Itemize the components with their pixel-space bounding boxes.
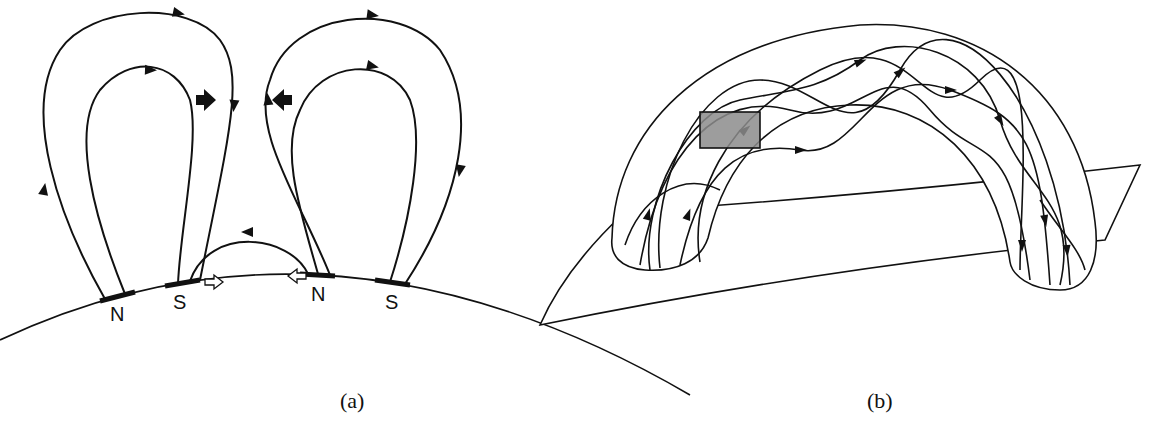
- pole-label: S: [385, 292, 398, 312]
- field-arrowheads: [38, 7, 466, 237]
- tangled-field-lines: [625, 39, 1085, 285]
- pole-label: N: [110, 304, 124, 324]
- field-arrowheads: [643, 56, 1072, 257]
- pole-label: S: [173, 292, 186, 312]
- field-line: [292, 69, 416, 282]
- field-line: [44, 13, 233, 299]
- flux-tube: [612, 25, 1096, 290]
- panel-b-drawing: [540, 25, 1140, 325]
- panel-label: (a): [340, 390, 364, 412]
- motion-arrows: [196, 89, 306, 289]
- shaded-region: [700, 112, 760, 148]
- field-line: [86, 67, 192, 294]
- footpoints: [100, 274, 410, 301]
- pole-label: N: [311, 284, 325, 304]
- panel-a-drawing: [0, 13, 690, 395]
- panel-label: (b): [867, 390, 893, 412]
- field-line: [265, 19, 461, 284]
